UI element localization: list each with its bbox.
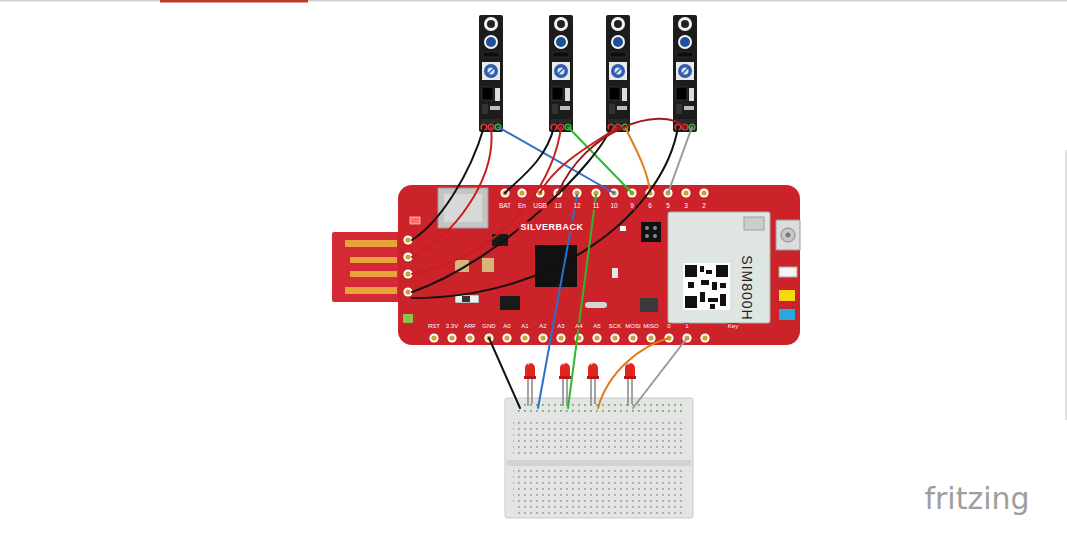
pin-label: 2 <box>701 203 707 210</box>
pin-label: 1 <box>684 323 689 329</box>
pin-label: USB <box>532 203 547 210</box>
pin-label: Key <box>727 323 739 329</box>
board-brand: SILVERBACK <box>519 222 586 233</box>
pin-label: En <box>517 203 527 210</box>
pin-label: A5 <box>592 323 601 329</box>
module-name: SIM800H <box>739 253 755 322</box>
pin-label: A1 <box>520 323 529 329</box>
pin-label: A4 <box>574 323 583 329</box>
pin-label: GND <box>481 323 496 329</box>
pin-label: MOSI <box>624 323 641 329</box>
pin-label: 9 <box>629 203 635 210</box>
pin-label: A0 <box>502 323 511 329</box>
pin-label: ARF <box>463 323 477 329</box>
pin-label: BAT <box>498 203 512 210</box>
pin-label: 5 <box>665 203 671 210</box>
gsm-module: SIM800H <box>668 212 770 323</box>
pin-label: RST <box>427 323 441 329</box>
pin-label: MISO <box>642 323 659 329</box>
pin-label: 0 <box>666 323 671 329</box>
pin-label: 12 <box>572 203 581 210</box>
pin-label: 6 <box>647 203 653 210</box>
pin-label: 10 <box>609 203 618 210</box>
pin-label: 3.3V <box>445 323 459 329</box>
pin-label: A2 <box>538 323 547 329</box>
pin-label: 13 <box>553 203 562 210</box>
pin-label: 11 <box>592 203 601 210</box>
pin-label: A3 <box>556 323 565 329</box>
pin-label: 3 <box>683 203 689 210</box>
watermark: fritzing <box>923 484 1030 514</box>
pin-label: SCK <box>608 323 622 329</box>
